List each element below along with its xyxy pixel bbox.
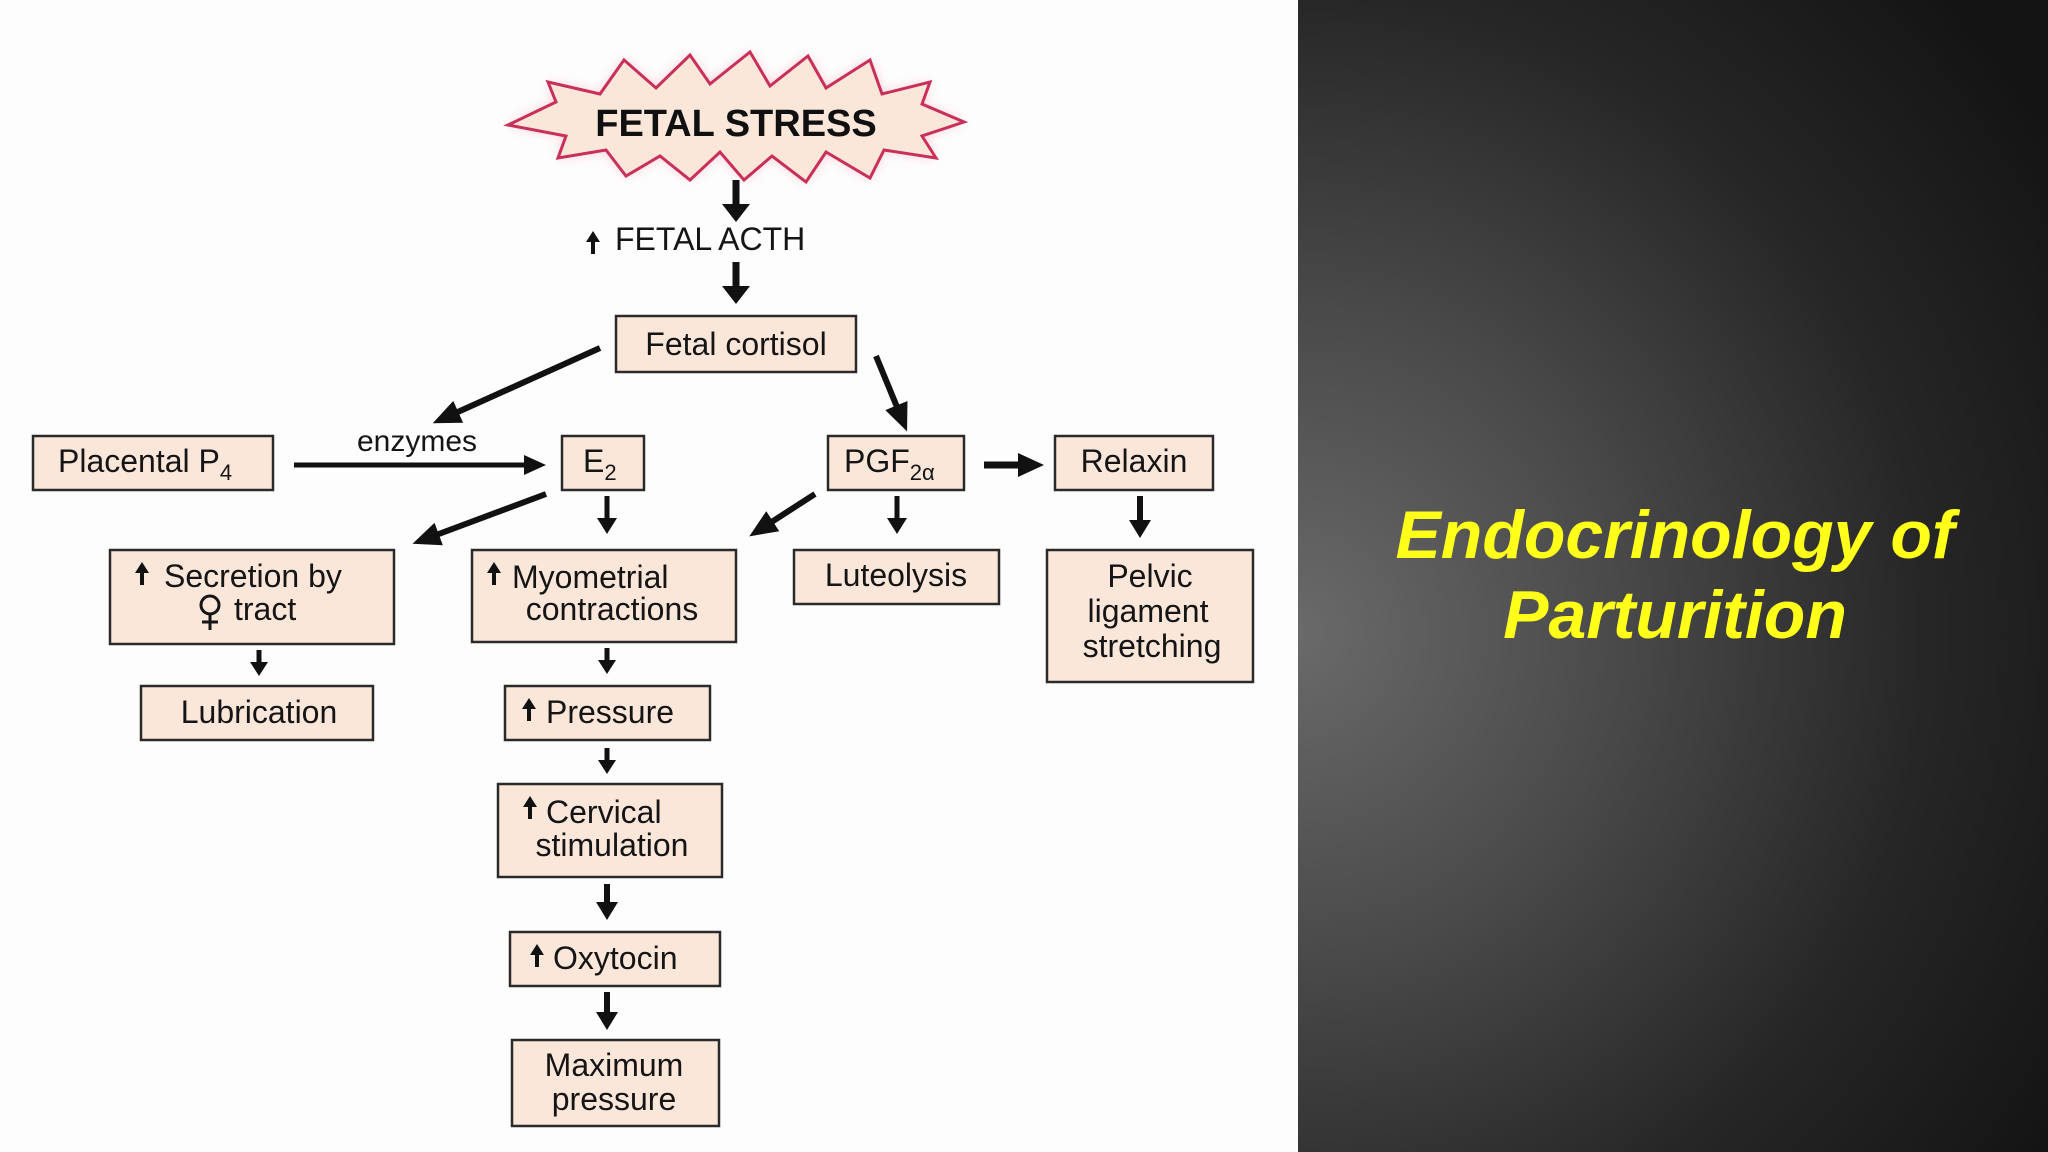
up-arrow-icon bbox=[530, 944, 544, 967]
arrow-oxytocin-maximum bbox=[596, 992, 618, 1030]
pelvic-node: Pelvic ligament stretching bbox=[1045, 548, 1255, 684]
arrow-pressure-cervical bbox=[598, 748, 616, 774]
up-arrow-icon bbox=[523, 796, 537, 819]
female-symbol-icon bbox=[199, 594, 221, 630]
pgf2a-subscript: 2α bbox=[910, 460, 935, 485]
pgf2a-node: PGF2α bbox=[826, 434, 966, 492]
pelvic-label-line3: stretching bbox=[1083, 628, 1222, 664]
oxytocin-node: Oxytocin bbox=[508, 930, 722, 988]
e2-label: E bbox=[583, 443, 604, 479]
pgf2a-label: PGF bbox=[844, 443, 910, 479]
arrow-pgf-luteolysis bbox=[887, 496, 907, 534]
arrow-relaxin-pelvic bbox=[1129, 496, 1151, 538]
pressure-node: Pressure bbox=[503, 684, 712, 742]
up-arrow-icon bbox=[487, 562, 501, 585]
secretion-label-line2: tract bbox=[234, 591, 296, 627]
myometrial-label-line2: contractions bbox=[526, 591, 699, 627]
fetal-acth-label: FETAL ACTH bbox=[615, 221, 805, 257]
maximum-pressure-node: Maximum pressure bbox=[510, 1038, 721, 1128]
arrow-acth-cortisol bbox=[722, 262, 750, 304]
placental-p4-subscript: 4 bbox=[220, 460, 232, 485]
luteolysis-node: Luteolysis bbox=[792, 548, 1001, 606]
oxytocin-label: Oxytocin bbox=[553, 940, 677, 976]
svg-text:E2: E2 bbox=[583, 443, 617, 485]
secretion-node: Secretion by tract bbox=[108, 548, 396, 646]
fetal-cortisol-label: Fetal cortisol bbox=[645, 326, 826, 362]
slide-title-line2: Parturition bbox=[1503, 577, 1847, 653]
cervical-label-line1: Cervical bbox=[546, 794, 662, 830]
relaxin-label: Relaxin bbox=[1081, 443, 1188, 479]
up-arrow-icon bbox=[586, 231, 600, 254]
arrow-e2-myometrial bbox=[597, 496, 617, 534]
lubrication-label: Lubrication bbox=[181, 694, 338, 730]
title-panel bbox=[1298, 0, 2048, 1152]
cervical-label-line2: stimulation bbox=[536, 827, 689, 863]
enzymes-label: enzymes bbox=[357, 425, 477, 458]
slide-title: Endocrinology of Parturition bbox=[1320, 495, 2030, 655]
svg-text:Placental P4: Placental P4 bbox=[58, 443, 232, 485]
fetal-acth-node: FETAL ACTH bbox=[586, 221, 805, 257]
arrow-pgf-myometrial bbox=[749, 491, 817, 537]
fetal-stress-label: FETAL STRESS bbox=[595, 103, 877, 145]
fetal-cortisol-node: Fetal cortisol bbox=[614, 314, 858, 374]
fetal-stress-burst: FETAL STRESS bbox=[503, 49, 969, 185]
placental-p4-node: Placental P4 bbox=[31, 434, 275, 492]
e2-subscript: 2 bbox=[604, 460, 616, 485]
arrow-p4-e2: enzymes bbox=[294, 425, 546, 475]
arrow-secretion-lubrication bbox=[250, 650, 268, 676]
pelvic-label-line1: Pelvic bbox=[1107, 558, 1192, 594]
arrow-cervical-oxytocin bbox=[596, 884, 618, 920]
cervical-node: Cervical stimulation bbox=[496, 782, 724, 879]
placental-p4-label: Placental P bbox=[58, 443, 220, 479]
arrow-pgf-relaxin bbox=[984, 453, 1044, 477]
pelvic-label-line2: ligament bbox=[1088, 593, 1209, 629]
myometrial-label-line1: Myometrial bbox=[512, 559, 668, 595]
myometrial-node: Myometrial contractions bbox=[470, 548, 738, 644]
arrow-cortisol-pgf bbox=[873, 354, 908, 432]
lubrication-node: Lubrication bbox=[139, 684, 375, 742]
luteolysis-label: Luteolysis bbox=[825, 557, 967, 593]
arrow-myometrial-pressure bbox=[598, 648, 616, 674]
arrow-stress-acth bbox=[722, 180, 750, 222]
maximum-label-line1: Maximum bbox=[545, 1047, 684, 1083]
slide-title-line1: Endocrinology of bbox=[1395, 497, 1955, 573]
parturition-flowchart: FETAL STRESS FETAL ACTH Fetal cortisol P… bbox=[31, 49, 1255, 1128]
arrow-cortisol-e2 bbox=[432, 345, 602, 424]
e2-node: E2 bbox=[560, 434, 646, 492]
up-arrow-icon bbox=[135, 562, 149, 585]
pressure-label: Pressure bbox=[546, 694, 674, 730]
up-arrow-icon bbox=[522, 698, 536, 721]
svg-text:PGF2α: PGF2α bbox=[844, 443, 935, 485]
arrow-e2-secretion bbox=[412, 491, 548, 546]
secretion-label-line1: Secretion by bbox=[164, 558, 342, 594]
maximum-label-line2: pressure bbox=[552, 1081, 677, 1117]
relaxin-node: Relaxin bbox=[1053, 434, 1215, 492]
